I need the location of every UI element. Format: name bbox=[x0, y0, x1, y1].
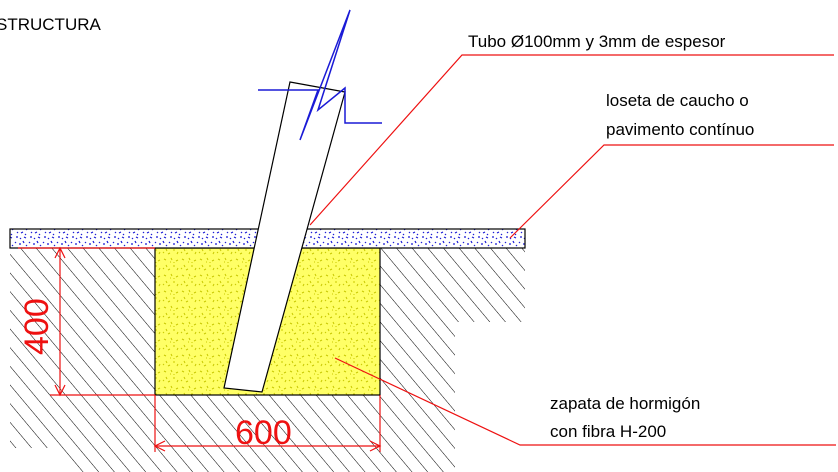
title: STRUCTURA bbox=[0, 15, 101, 34]
label-footing-line1: zapata de hormigón bbox=[550, 394, 700, 413]
label-surface-line1: loseta de caucho o bbox=[606, 91, 749, 110]
label-footing-line2: con fibra H-200 bbox=[550, 422, 666, 441]
leader-footing bbox=[334, 357, 836, 446]
label-tube: Tubo Ø100mm y 3mm de espesor bbox=[468, 32, 726, 51]
dimension-depth-value: 400 bbox=[18, 298, 56, 355]
dimension-width-value: 600 bbox=[235, 414, 292, 452]
label-surface-line2: pavimento contínuo bbox=[606, 120, 754, 139]
soil-hatching bbox=[10, 248, 525, 472]
dimension-depth bbox=[18, 246, 155, 397]
leader-tube bbox=[309, 54, 834, 226]
break-line bbox=[258, 9, 382, 141]
dimension-width bbox=[153, 395, 382, 452]
leader-surface bbox=[509, 144, 834, 239]
tube bbox=[223, 81, 346, 393]
